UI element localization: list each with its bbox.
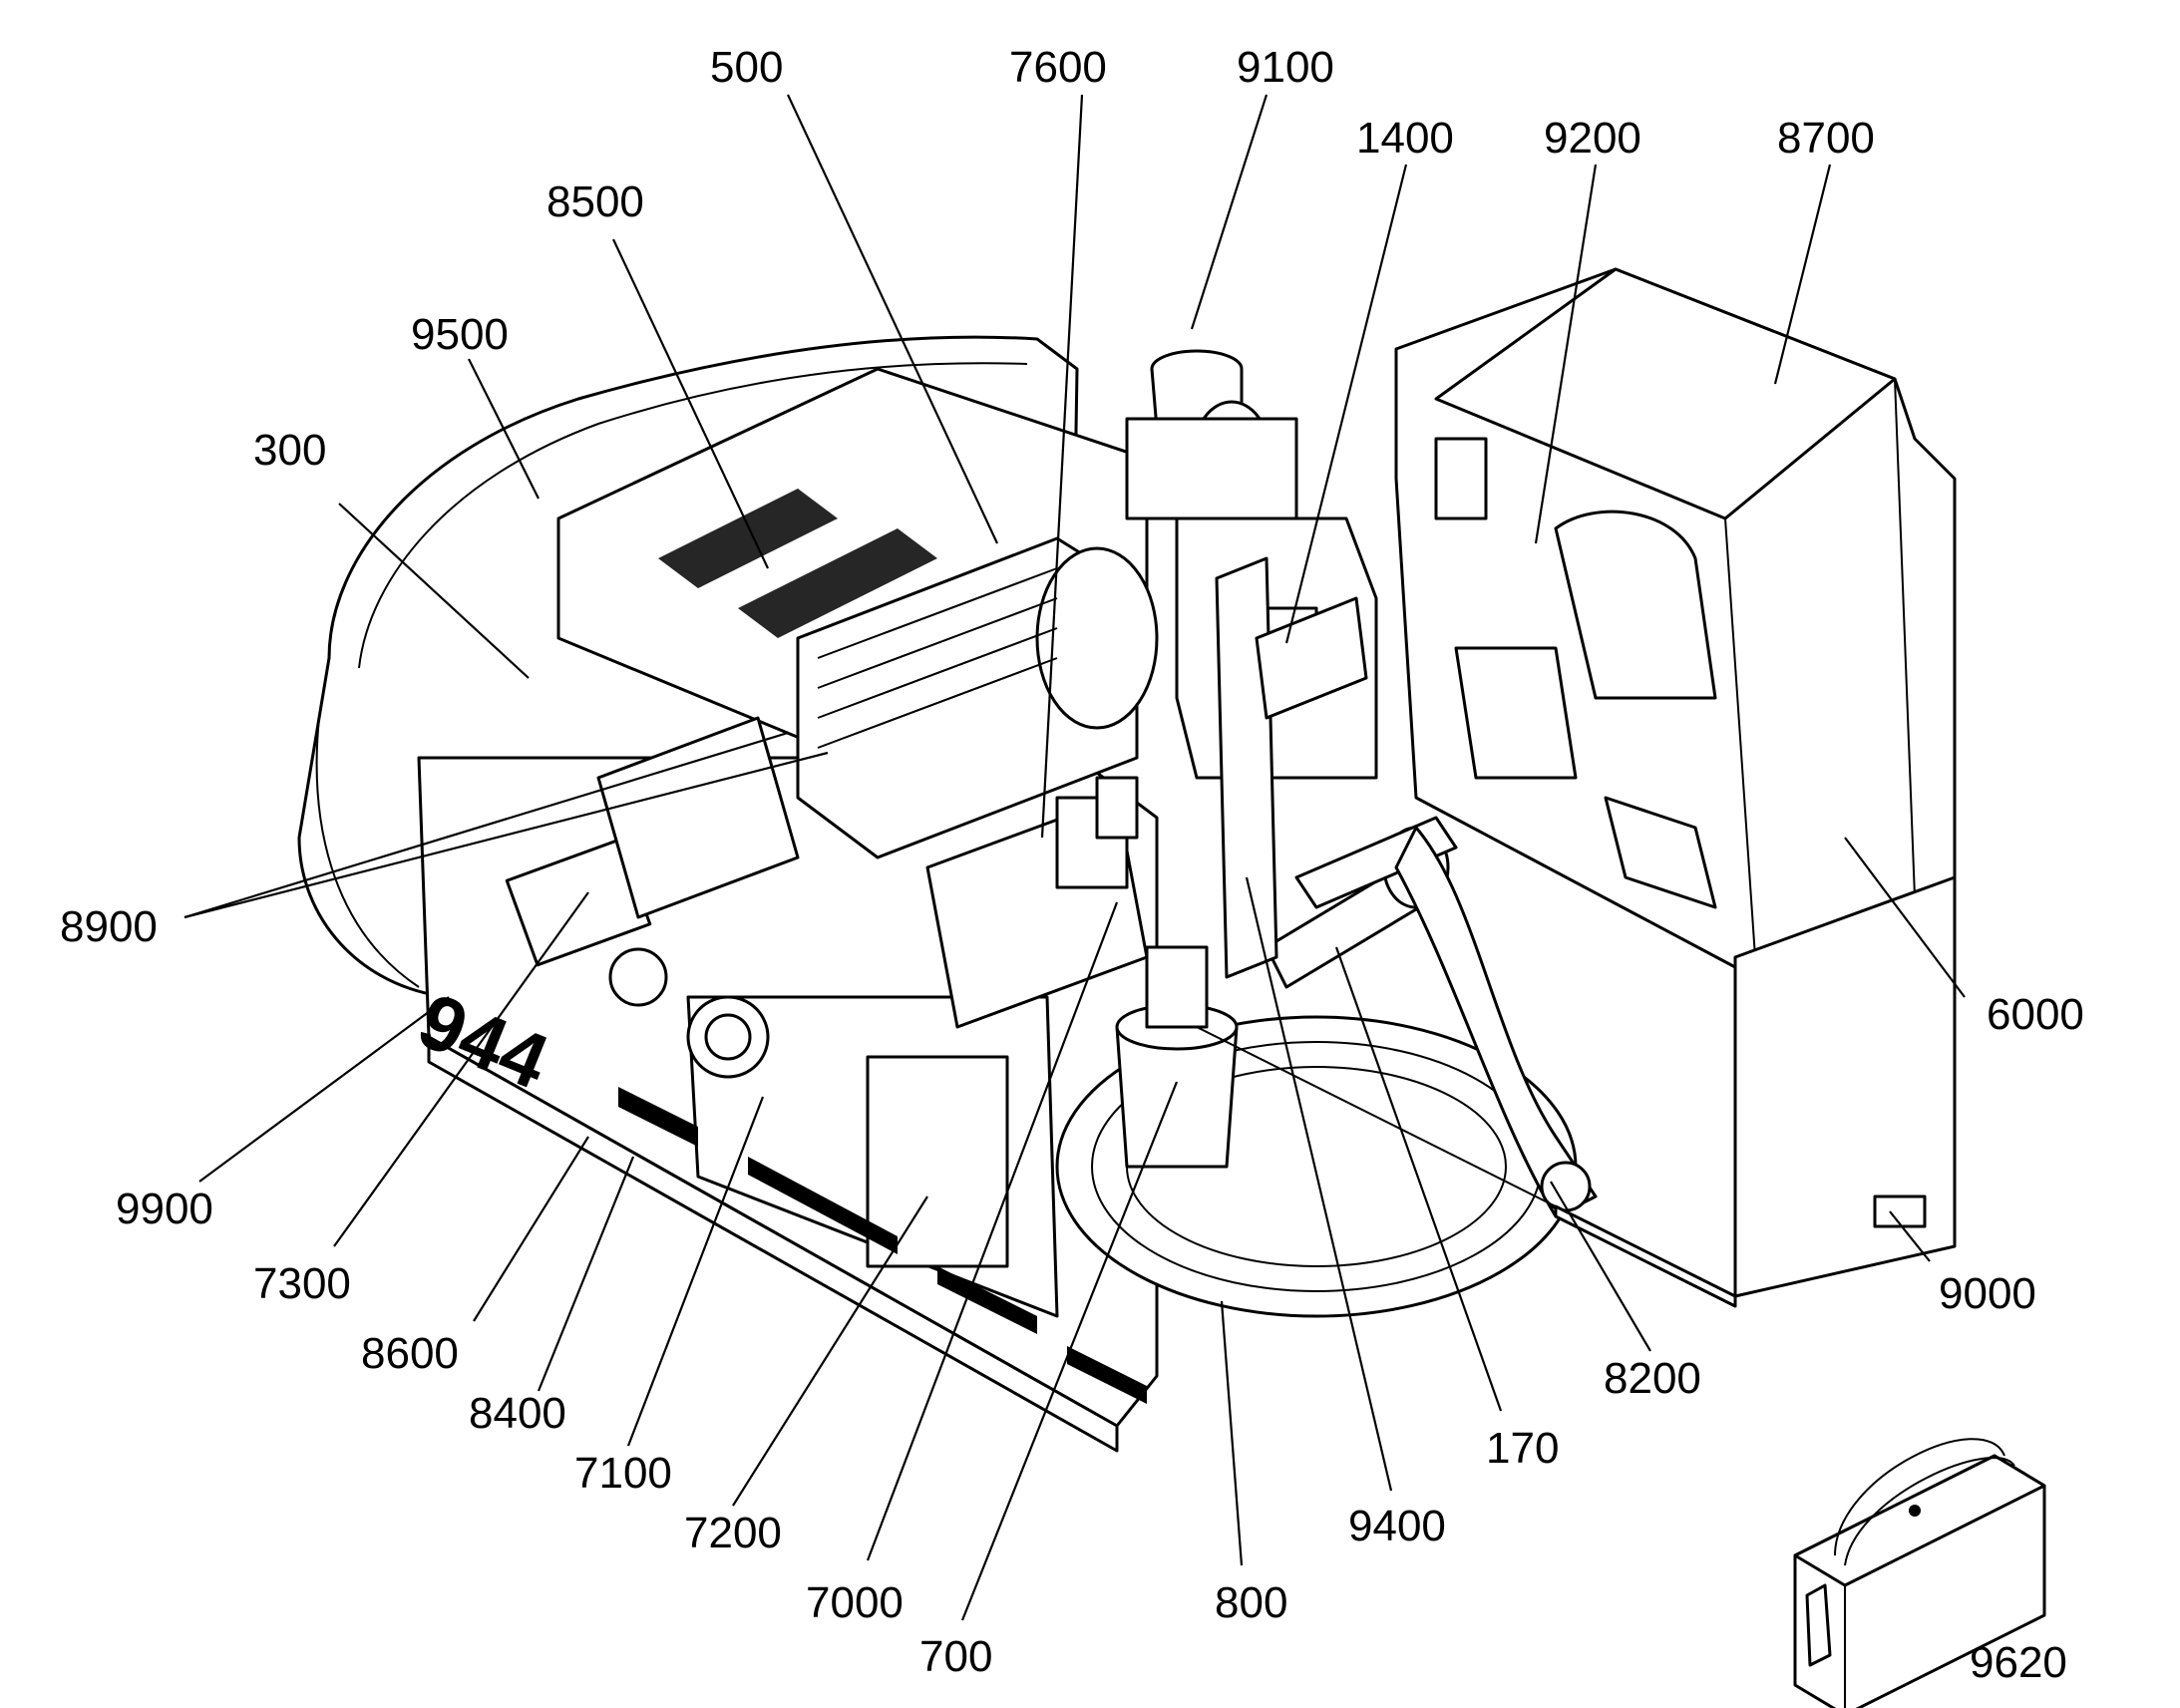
leader-8600 (473, 1136, 589, 1322)
callout-7200: 7200 (684, 1509, 782, 1557)
swing-motor (1115, 945, 1239, 1169)
callout-700: 700 (919, 1632, 992, 1681)
callout-8900: 8900 (60, 902, 158, 951)
leader-9000 (1889, 1210, 1931, 1262)
callout-6000: 6000 (1987, 990, 2084, 1039)
callout-8400: 8400 (469, 1389, 566, 1438)
callout-7000: 7000 (806, 1578, 904, 1627)
callout-7100: 7100 (574, 1449, 672, 1498)
callout-7300: 7300 (253, 1259, 351, 1308)
leader-8900b (183, 751, 829, 919)
leader-300 (338, 503, 530, 679)
leader-7600 (1040, 94, 1084, 839)
callout-9100: 9100 (1237, 43, 1334, 92)
boom-mount (1265, 816, 1598, 1218)
leader-170 (1334, 946, 1503, 1412)
leader-1400 (1284, 164, 1408, 644)
callout-1400: 1400 (1356, 114, 1454, 163)
callout-8200: 8200 (1604, 1354, 1701, 1403)
leader-8400 (537, 1156, 635, 1392)
callout-800: 800 (1215, 1578, 1287, 1627)
callout-8600: 8600 (361, 1329, 459, 1378)
callout-labels: 500 7600 9100 1400 9200 8700 8500 9500 3… (60, 43, 2084, 1687)
callout-500: 500 (710, 43, 783, 92)
leader-lines (183, 94, 1966, 1621)
leader-9900 (198, 996, 450, 1183)
callout-8700: 8700 (1777, 114, 1875, 163)
leader-500 (787, 94, 998, 544)
leader-7300 (333, 891, 589, 1247)
leader-8500 (612, 238, 769, 569)
callout-9000: 9000 (1939, 1269, 2036, 1318)
callout-8500: 8500 (546, 177, 644, 226)
leader-7100 (626, 1096, 765, 1447)
callout-300: 300 (253, 426, 326, 475)
leader-8900a (183, 731, 789, 919)
toolbox (1793, 1438, 2046, 1708)
cab-lower-box (1196, 875, 1957, 1308)
leader-7200 (732, 1196, 928, 1507)
pump-assembly (505, 716, 800, 1079)
leader-800 (1220, 1300, 1244, 1566)
operator-cab (1394, 267, 1957, 969)
callout-9900: 9900 (116, 1185, 213, 1233)
callout-9400: 9400 (1348, 1502, 1446, 1550)
callout-9500: 9500 (411, 310, 509, 359)
air-intake (1125, 349, 1298, 520)
leader-9400 (1245, 876, 1393, 1492)
callout-170: 170 (1486, 1424, 1559, 1473)
callout-7600: 7600 (1009, 43, 1107, 92)
machine-drawing: 944 (297, 267, 2046, 1708)
callout-9620: 9620 (1970, 1638, 2067, 1687)
leader-8700 (1773, 164, 1832, 385)
leader-9500 (468, 358, 540, 500)
leader-6000 (1844, 837, 1966, 998)
center-pillar (1215, 556, 1368, 979)
engine-block (796, 536, 1159, 859)
callout-9200: 9200 (1544, 114, 1641, 163)
leader-8200 (1550, 1181, 1651, 1352)
leader-700 (960, 1081, 1179, 1621)
leader-9100 (1190, 94, 1269, 330)
leader-9200 (1534, 164, 1598, 544)
leader-7000 (866, 901, 1119, 1561)
